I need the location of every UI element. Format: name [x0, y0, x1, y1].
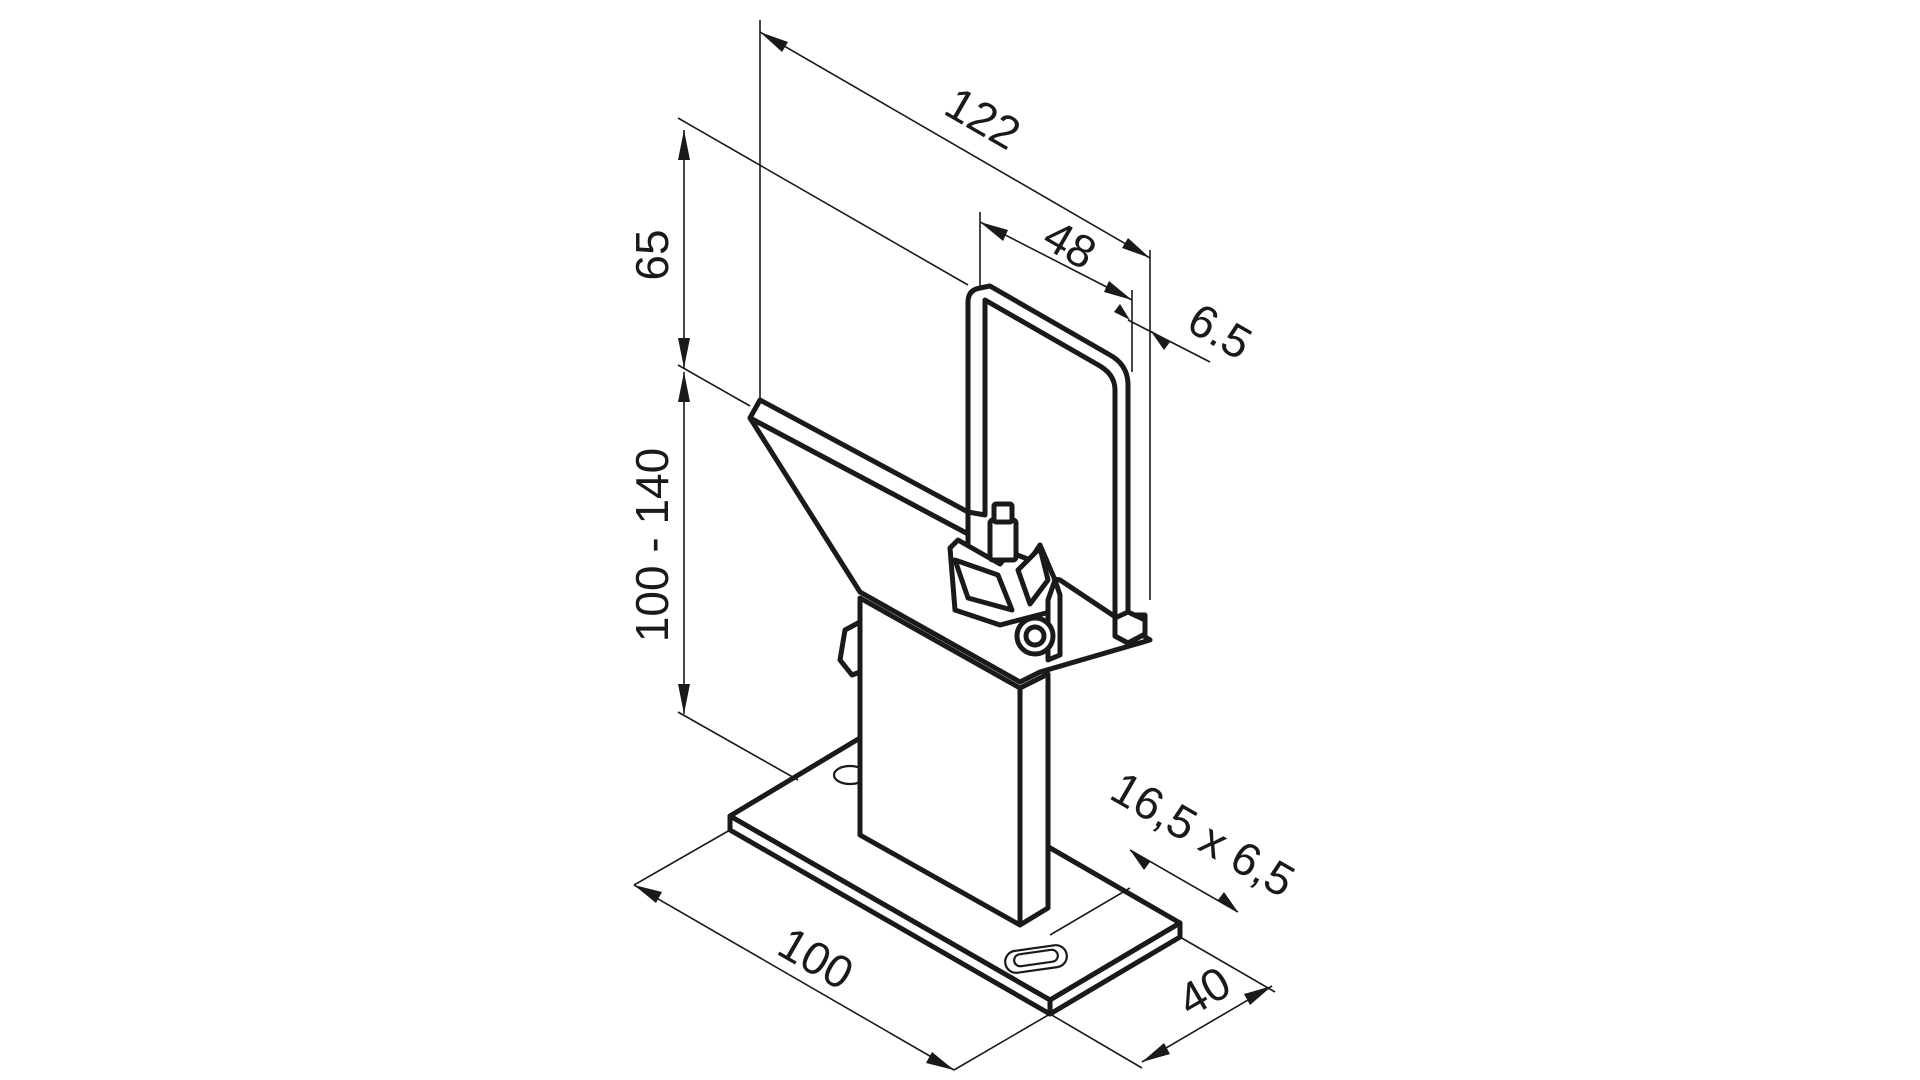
- dim-65: [677, 117, 969, 407]
- dim-48: [979, 212, 1133, 372]
- label-base-width: 40: [1169, 956, 1239, 1027]
- label-overall-length: 122: [937, 76, 1029, 159]
- dim-100-140: [677, 372, 799, 781]
- slot-front: [1004, 944, 1068, 974]
- label-upper-height: 65: [626, 229, 678, 280]
- vertical-post: [837, 595, 1051, 928]
- dim-100: [633, 829, 1051, 1071]
- dim-slot: [1049, 849, 1239, 936]
- clamp-assembly: [947, 501, 1063, 663]
- dim-40: [1049, 936, 1276, 1069]
- label-plate-thickness: 6.5: [1179, 293, 1260, 370]
- dimension-lines: [633, 20, 1276, 1071]
- fin-plate: [965, 283, 1148, 646]
- dim-122: [759, 20, 1151, 600]
- dim-6-5: [1114, 304, 1211, 363]
- label-slot-size: 16,5 x 6,5: [1103, 761, 1304, 907]
- top-bracket: [747, 397, 1153, 685]
- label-base-length: 100: [770, 916, 862, 999]
- label-clamp-width: 48: [1035, 209, 1105, 280]
- bracket-part: [727, 283, 1183, 1017]
- label-height-range: 100 - 140: [626, 448, 678, 642]
